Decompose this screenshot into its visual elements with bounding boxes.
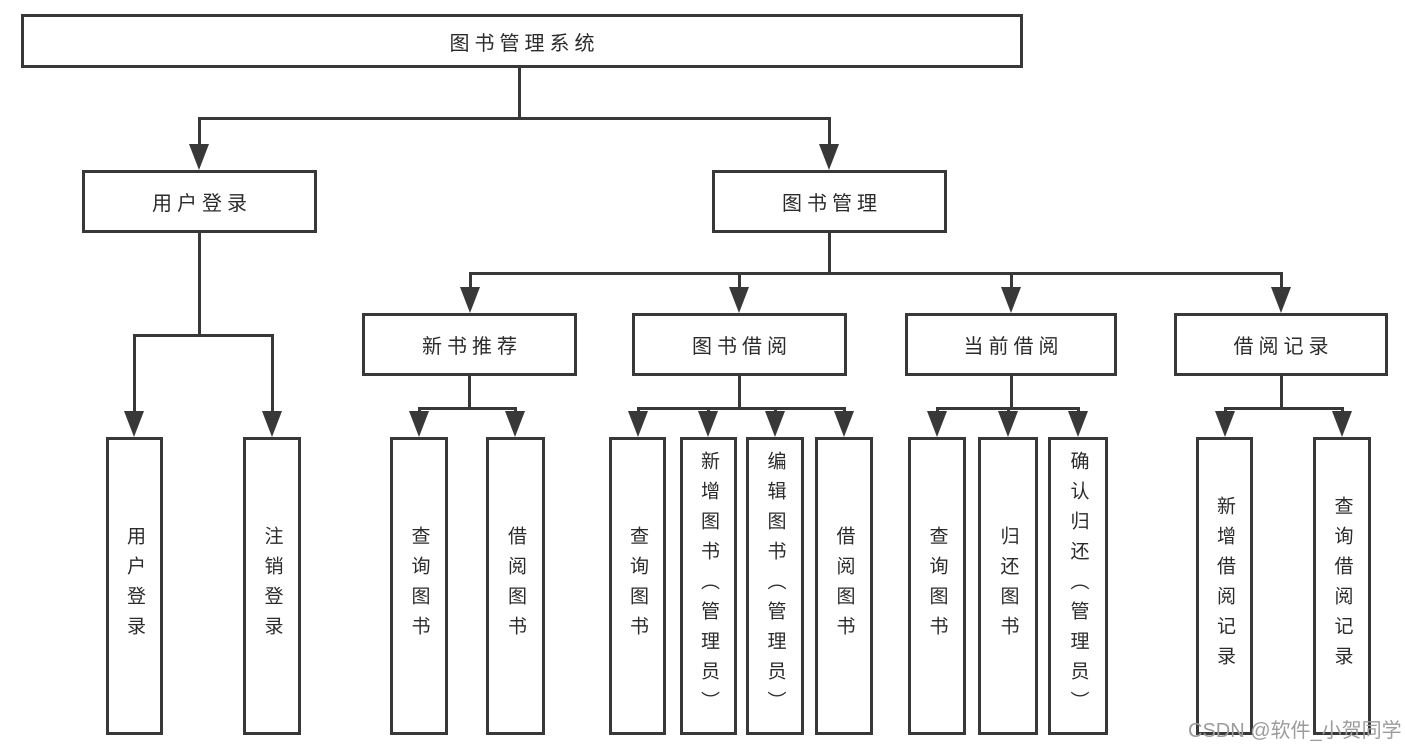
connector-book-borrow-split xyxy=(637,407,846,410)
connector-user-login-split xyxy=(133,334,274,337)
connector-to-login-leaf xyxy=(133,334,136,414)
leaf-add-books-admin: 新增图书（管理员） xyxy=(680,437,737,735)
connector-to-logout-leaf xyxy=(271,334,274,414)
connector-new-book-split xyxy=(418,407,517,410)
leaf-query-books-current: 查询图书 xyxy=(908,437,966,735)
node-book-borrow: 图书借阅 xyxy=(632,313,847,376)
arrow-down-icon xyxy=(765,411,785,437)
leaf-label: 用户登录 xyxy=(124,526,145,646)
arrow-down-icon xyxy=(698,411,718,437)
arrow-down-icon xyxy=(628,411,648,437)
leaf-add-borrow-record: 新增借阅记录 xyxy=(1196,437,1253,735)
leaf-logout: 注销登录 xyxy=(243,437,301,735)
connector-to-book-mgmt xyxy=(828,117,831,147)
node-library-management-system: 图书管理系统 xyxy=(21,14,1023,68)
connector-current-borrow-stem xyxy=(1010,376,1013,409)
arrow-down-icon xyxy=(927,411,947,437)
arrow-down-icon xyxy=(460,287,480,313)
leaf-label: 归还图书 xyxy=(997,526,1019,646)
connector-user-login-stem xyxy=(198,233,201,336)
arrow-down-icon xyxy=(189,144,209,170)
node-label: 用户登录 xyxy=(152,193,252,215)
node-label: 图书管理系统 xyxy=(449,32,600,55)
node-new-book-recommend: 新书推荐 xyxy=(362,313,577,376)
connector-book-borrow-stem xyxy=(738,376,741,409)
leaf-label: 注销登录 xyxy=(261,526,283,646)
arrow-down-icon xyxy=(729,287,749,313)
leaf-label: 编辑图书（管理员） xyxy=(764,451,786,721)
arrow-down-icon xyxy=(998,411,1018,437)
node-label: 借阅记录 xyxy=(1233,336,1334,358)
connector-to-borrow-record xyxy=(1280,272,1283,292)
leaf-label: 查询图书 xyxy=(926,526,948,646)
node-borrow-record: 借阅记录 xyxy=(1174,313,1388,376)
leaf-label: 确认归还（管理员） xyxy=(1067,451,1089,721)
leaf-query-borrow-record: 查询借阅记录 xyxy=(1313,437,1371,735)
arrow-down-icon xyxy=(124,411,144,437)
node-label: 图书借阅 xyxy=(692,336,792,358)
node-current-borrow: 当前借阅 xyxy=(905,313,1117,376)
arrow-down-icon xyxy=(262,411,282,437)
arrow-down-icon xyxy=(1068,411,1088,437)
node-label: 图书管理 xyxy=(782,193,882,215)
connector-root-stem xyxy=(518,68,521,118)
leaf-query-books-borrow: 查询图书 xyxy=(609,437,666,735)
connector-book-mgmt-stem xyxy=(828,233,831,274)
connector-to-user-login xyxy=(198,117,201,147)
connector-new-book-stem xyxy=(468,376,471,409)
node-user-login: 用户登录 xyxy=(82,170,317,233)
arrow-down-icon xyxy=(409,411,429,437)
node-book-management: 图书管理 xyxy=(712,170,947,233)
arrow-down-icon xyxy=(1001,287,1021,313)
leaf-borrow-books: 借阅图书 xyxy=(815,437,873,735)
leaf-edit-books-admin: 编辑图书（管理员） xyxy=(746,437,804,735)
leaf-confirm-return-admin: 确认归还（管理员） xyxy=(1048,437,1108,735)
csdn-watermark: CSDN @软件_小贺同学 xyxy=(1188,720,1402,742)
node-label: 当前借阅 xyxy=(963,336,1064,358)
arrow-down-icon xyxy=(1271,287,1291,313)
leaf-return-books: 归还图书 xyxy=(978,437,1038,735)
connector-root-split xyxy=(198,117,831,120)
arrow-down-icon xyxy=(505,411,525,437)
arrow-down-icon xyxy=(819,144,839,170)
leaf-label: 查询借阅记录 xyxy=(1331,496,1353,676)
leaf-borrow-books-recommend: 借阅图书 xyxy=(486,437,545,735)
arrow-down-icon xyxy=(1215,411,1235,437)
leaf-query-books-recommend: 查询图书 xyxy=(390,437,448,735)
connector-to-book-borrow xyxy=(738,272,741,292)
arrow-down-icon xyxy=(1332,411,1352,437)
leaf-label: 借阅图书 xyxy=(833,526,855,646)
connector-to-current-borrow xyxy=(1010,272,1013,292)
leaf-label: 借阅图书 xyxy=(505,526,526,646)
leaf-label: 查询图书 xyxy=(627,526,648,646)
node-label: 新书推荐 xyxy=(422,336,522,358)
connector-borrow-record-split xyxy=(1224,407,1343,410)
connector-book-mgmt-split xyxy=(469,272,1282,275)
leaf-user-login: 用户登录 xyxy=(106,437,163,735)
arrow-down-icon xyxy=(834,411,854,437)
leaf-label: 新增图书（管理员） xyxy=(698,451,719,721)
connector-borrow-record-stem xyxy=(1280,376,1283,409)
leaf-label: 查询图书 xyxy=(408,526,430,646)
connector-to-new-book xyxy=(469,272,472,292)
leaf-label: 新增借阅记录 xyxy=(1214,496,1235,676)
